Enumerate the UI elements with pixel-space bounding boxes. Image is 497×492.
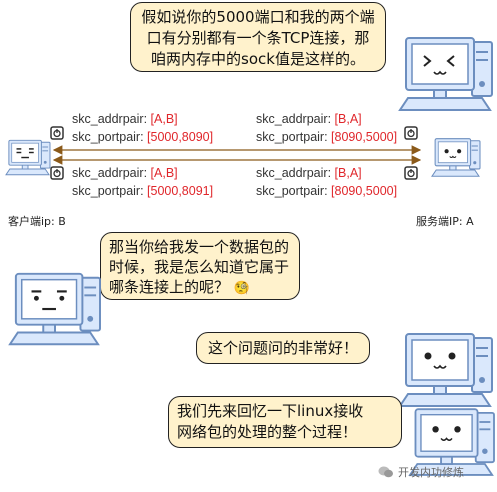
socket-icon <box>50 166 64 180</box>
client-ip-label: 客户端ip: B <box>8 215 66 228</box>
conn2-right-portpair: skc_portpair: [8090,5000] <box>256 184 398 198</box>
conn1-left-portpair: skc_portpair: [5000,8090] <box>72 130 214 144</box>
bubble-line: 时候，我是怎么知道它属于 <box>109 258 290 276</box>
socket-icon <box>404 166 418 180</box>
server-computer-icon <box>399 333 493 407</box>
wechat-icon <box>378 466 393 478</box>
conn1-left-addrpair: skc_addrpair: [A,B] <box>72 112 178 126</box>
speech-bubble-recall: 我们先来回忆一下linux接收 网络包的处理的整个过程！ <box>168 396 402 448</box>
speech-bubble-good-question: 这个问题问的非常好！ <box>196 332 370 364</box>
bubble-line: 网络包的处理的整个过程！ <box>177 423 358 441</box>
conn2-left-portpair: skc_portpair: [5000,8091] <box>72 184 214 198</box>
client-computer-icon <box>5 139 51 176</box>
speech-bubble-question: 那当你给我发一个数据包的 时候，我是怎么知道它属于 哪条连接上的呢？ 🧐 <box>100 232 300 300</box>
socket-icon <box>50 126 64 140</box>
client-computer-icon <box>9 272 101 346</box>
watermark-text: 开发内功修炼 <box>398 466 464 479</box>
bubble-line: 咱两内存中的sock值是这样的。 <box>151 50 365 68</box>
server-ip-label: 服务端IP: A <box>416 215 474 228</box>
thinking-emoji-icon: 🧐 <box>233 281 250 296</box>
bubble-line: 假如说你的5000端口和我的两个端 <box>141 8 375 26</box>
conn2-right-addrpair: skc_addrpair: [B,A] <box>256 166 362 180</box>
bubble-line: 那当你给我发一个数据包的 <box>109 238 290 256</box>
server-computer-icon <box>399 37 493 111</box>
conn1-right-addrpair: skc_addrpair: [B,A] <box>256 112 362 126</box>
bubble-line: 哪条连接上的呢？ 🧐 <box>109 278 250 296</box>
server-computer-icon <box>409 408 495 476</box>
watermark: 开发内功修炼 <box>378 464 464 480</box>
bubble-line: 口有分别都有一个条TCP连接，那 <box>146 29 370 47</box>
conn1-right-portpair: skc_portpair: [8090,5000] <box>256 130 398 144</box>
bubble-line: 这个问题问的非常好！ <box>207 339 358 357</box>
conn2-left-addrpair: skc_addrpair: [A,B] <box>72 166 178 180</box>
bubble-line: 我们先来回忆一下linux接收 <box>177 402 364 420</box>
socket-icon <box>404 126 418 140</box>
speech-bubble-intro: 假如说你的5000端口和我的两个端 口有分别都有一个条TCP连接，那 咱两内存中… <box>130 2 386 72</box>
server-computer-icon <box>431 138 481 177</box>
